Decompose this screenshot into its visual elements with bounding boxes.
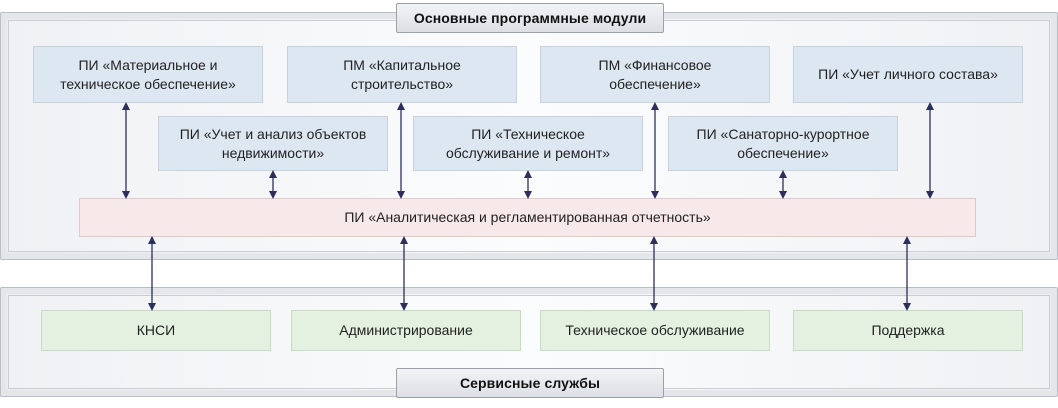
module-real-estate: ПИ «Учет и анализ объектов недвижимости»: [158, 116, 388, 171]
module-financial-support-label: ПМ «Финансовое обеспечение»: [598, 56, 712, 92]
module-maintenance-repair-label: ПИ «Техническое обслуживание и ремонт»: [445, 125, 611, 161]
service-administration-label: Администрирование: [339, 322, 473, 338]
module-personnel-accounting-label: ПИ «Учет личного состава»: [818, 66, 998, 82]
service-knsi: КНСИ: [41, 310, 271, 351]
module-personnel-accounting: ПИ «Учет личного состава»: [793, 46, 1023, 103]
module-capital-construction-label: ПМ «Капитальное строительство»: [343, 56, 461, 92]
services-title: Сервисные службы: [396, 368, 664, 398]
module-material-support: ПИ «Материальное и техническое обеспечен…: [33, 46, 263, 103]
main-modules-title: Основные программные модули: [396, 3, 664, 33]
module-reporting-label: ПИ «Аналитическая и регламентированная о…: [344, 209, 711, 225]
module-maintenance-repair: ПИ «Техническое обслуживание и ремонт»: [413, 116, 643, 171]
service-technical-maintenance-label: Техническое обслуживание: [565, 322, 745, 338]
service-support-label: Поддержка: [871, 322, 945, 338]
module-sanatorium-label: ПИ «Санаторно-курортное обеспечение»: [696, 125, 870, 161]
module-material-support-label: ПИ «Материальное и техническое обеспечен…: [60, 56, 236, 92]
service-knsi-label: КНСИ: [136, 322, 176, 338]
module-reporting: ПИ «Аналитическая и регламентированная о…: [79, 198, 976, 237]
service-administration: Администрирование: [291, 310, 521, 351]
module-financial-support: ПМ «Финансовое обеспечение»: [540, 46, 770, 103]
module-real-estate-label: ПИ «Учет и анализ объектов недвижимости»: [179, 125, 367, 161]
module-sanatorium: ПИ «Санаторно-курортное обеспечение»: [668, 116, 898, 171]
service-technical-maintenance: Техническое обслуживание: [540, 310, 770, 351]
